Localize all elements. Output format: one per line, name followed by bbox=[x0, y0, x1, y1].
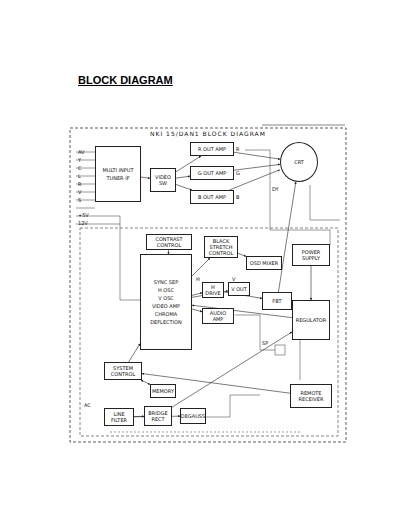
crt-circle: CRT bbox=[280, 142, 318, 182]
signal-connector bbox=[192, 293, 202, 296]
block-text: SYSTEM CONTROL bbox=[106, 365, 140, 377]
block-box: V OUT bbox=[228, 282, 250, 296]
block-text: FBT bbox=[272, 298, 281, 304]
block-box: H DRIVE bbox=[202, 282, 224, 298]
block-box: BRIDGE RECT bbox=[144, 406, 172, 426]
signal-label: +5V bbox=[78, 212, 89, 218]
signal-connector bbox=[278, 182, 295, 292]
block-text: V OSC bbox=[158, 295, 174, 301]
signal-label: L bbox=[78, 173, 81, 179]
block-box: DEGAUSS bbox=[180, 408, 206, 424]
block-box: SYNC SEP H OSC V OSC VIDEO AMP CHROMA DEFLECT… bbox=[140, 254, 192, 350]
signal-label: R bbox=[78, 181, 81, 187]
block-text: DEGAUSS bbox=[181, 413, 205, 419]
signal-connector bbox=[129, 344, 140, 362]
block-box: BLACK STRETCH CONTROL bbox=[204, 236, 238, 258]
block-text: DEFLECTION bbox=[150, 319, 182, 325]
block-box: REMOTE RECEIVER bbox=[290, 384, 332, 408]
block-text: G OUT AMP bbox=[198, 170, 226, 176]
block-text: R OUT AMP bbox=[198, 146, 226, 152]
block-box: SYSTEM CONTROL bbox=[104, 362, 142, 380]
signal-label: C bbox=[78, 165, 82, 171]
block-text: V OUT bbox=[231, 286, 247, 292]
block-text: POWER SUPPLY bbox=[294, 249, 328, 261]
block-text: B OUT AMP bbox=[198, 194, 226, 200]
signal-label: DY bbox=[272, 186, 279, 192]
signal-connector bbox=[192, 309, 202, 312]
inner-frame bbox=[80, 228, 338, 436]
block-box: FBT bbox=[262, 292, 292, 310]
signal-connector bbox=[176, 176, 190, 178]
block-text: H OSC bbox=[158, 287, 174, 293]
block-box: CONTRAST CONTROL bbox=[146, 234, 192, 250]
signal-connector bbox=[311, 266, 312, 300]
signal-label: AC bbox=[84, 402, 91, 408]
signal-label: Y bbox=[78, 157, 81, 163]
block-text: TUNER IF bbox=[106, 175, 129, 181]
block-text: SYNC SEP bbox=[154, 279, 178, 285]
block-text: H DRIVE bbox=[204, 284, 222, 296]
block-box: G OUT AMP bbox=[190, 166, 234, 180]
signal-connector bbox=[234, 164, 280, 170]
block-box: VIDEO SW bbox=[150, 168, 176, 192]
signal-connector bbox=[238, 253, 246, 256]
signal-label: SP bbox=[262, 340, 268, 346]
block-text: BLACK STRETCH CONTROL bbox=[206, 238, 236, 256]
block-text: MULTI INPUT bbox=[102, 167, 133, 173]
signal-connector bbox=[141, 177, 150, 178]
signal-label: 12V bbox=[78, 220, 88, 226]
block-text: AUDIO AMP bbox=[204, 310, 232, 322]
block-text: LINE FILTER bbox=[106, 411, 132, 423]
block-box: POWER SUPPLY bbox=[292, 244, 330, 266]
signal-label: S bbox=[78, 197, 81, 203]
block-text: OSD MIXER bbox=[250, 260, 278, 266]
block-text: BRIDGE RECT bbox=[146, 410, 170, 422]
page-title: BLOCK DIAGRAM bbox=[78, 74, 173, 86]
block-text: REGULATOR bbox=[296, 317, 327, 323]
block-text: CONTRAST CONTROL bbox=[148, 236, 190, 248]
block-text: VIDEO AMP bbox=[152, 303, 180, 309]
signal-connector bbox=[134, 416, 144, 417]
block-text: VIDEO SW bbox=[152, 174, 174, 186]
block-box: MULTI INPUT TUNER IF bbox=[95, 146, 141, 202]
signal-label: AV bbox=[78, 149, 85, 155]
signal-label: B bbox=[236, 194, 239, 200]
signal-connector bbox=[192, 258, 210, 276]
diagram-heading: NKI 15/DAN1 BLOCK DIAGRAM bbox=[150, 131, 266, 137]
block-text: REMOTE RECEIVER bbox=[292, 390, 330, 402]
block-text: CHROMA bbox=[155, 311, 177, 317]
signal-label: R bbox=[236, 146, 239, 152]
outer-frame bbox=[70, 128, 346, 442]
signal-label: V bbox=[78, 189, 81, 195]
block-box: AUDIO AMP bbox=[202, 308, 234, 324]
signal-connector bbox=[234, 152, 280, 159]
block-box: R OUT AMP bbox=[190, 142, 234, 156]
block-text: MEMORY bbox=[152, 388, 174, 394]
signal-connector bbox=[141, 380, 150, 385]
block-box: REGULATOR bbox=[292, 300, 330, 340]
header-rule bbox=[262, 125, 345, 126]
signal-label: V bbox=[232, 276, 235, 282]
block-text: CRT bbox=[294, 159, 304, 165]
block-box: B OUT AMP bbox=[190, 190, 234, 204]
signal-label: G bbox=[236, 170, 240, 176]
signal-label: H bbox=[196, 276, 200, 282]
block-box: OSD MIXER bbox=[246, 256, 282, 270]
block-box: MEMORY bbox=[150, 384, 176, 398]
block-box: LINE FILTER bbox=[104, 408, 134, 426]
